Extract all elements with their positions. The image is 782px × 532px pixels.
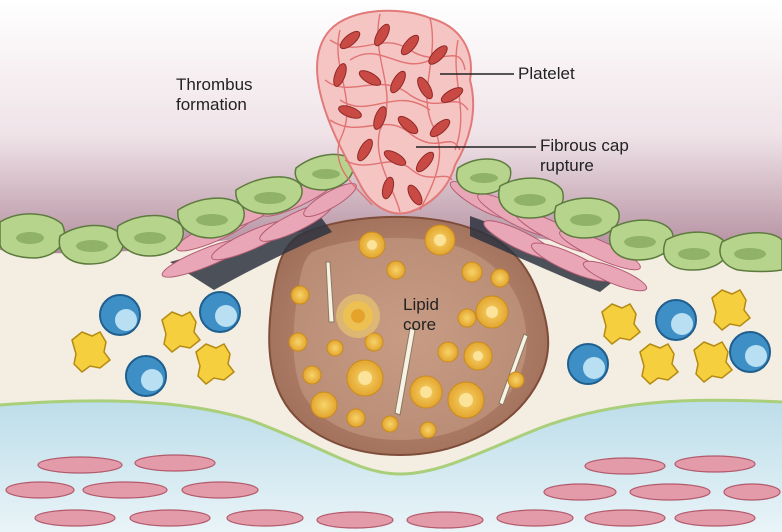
smooth-muscle-cell [585, 458, 665, 474]
macrophage [568, 344, 608, 384]
smooth-muscle-cell [317, 512, 393, 528]
cholesterol-granule-cluster [336, 294, 380, 338]
smooth-muscle-cell [724, 484, 780, 500]
foam-cell [420, 422, 436, 438]
smooth-muscle-cell [130, 510, 210, 526]
fibrous-cap-label-line1: Fibrous cap [540, 136, 629, 156]
foam-cell [303, 366, 321, 384]
macrophage [656, 300, 696, 340]
fibrous-cap-rupture-label: Fibrous cap rupture [540, 136, 629, 176]
macrophage [200, 292, 240, 332]
smooth-muscle-cell [6, 482, 74, 498]
thrombus-label-line1: Thrombus [176, 75, 253, 95]
lipid-label-line2: core [403, 315, 439, 335]
foam-cell [289, 333, 307, 351]
lipid-label-line1: Lipid [403, 295, 439, 315]
foam-cell [508, 372, 524, 388]
foam-cell [327, 340, 343, 356]
platelet-label: Platelet [518, 64, 575, 84]
foam-cell [464, 342, 492, 370]
smooth-muscle-cell [630, 484, 710, 500]
foam-cell [347, 360, 383, 396]
foam-cell [359, 232, 385, 258]
fibrous-cap-label-line2: rupture [540, 156, 629, 176]
smooth-muscle-cell [497, 510, 573, 526]
foam-cell [476, 296, 508, 328]
macrophage [730, 332, 770, 372]
smooth-muscle-cell [83, 482, 167, 498]
foam-cell [311, 392, 337, 418]
smooth-muscle-cell [38, 457, 122, 473]
smooth-muscle-cell [675, 456, 755, 472]
smooth-muscle-cell [182, 482, 258, 498]
thrombus-label-line2: formation [176, 95, 253, 115]
smooth-muscle-cell [135, 455, 215, 471]
macrophage [100, 295, 140, 335]
smooth-muscle-cell [407, 512, 483, 528]
foam-cell [410, 376, 442, 408]
smooth-muscle-cell [585, 510, 665, 526]
foam-cell [462, 262, 482, 282]
smooth-muscle-cell [675, 510, 755, 526]
smooth-muscle-cell [35, 510, 115, 526]
smooth-muscle-cell [544, 484, 616, 500]
foam-cell [382, 416, 398, 432]
foam-cell [448, 382, 484, 418]
foam-cell [425, 225, 455, 255]
macrophage [126, 356, 166, 396]
thrombus-formation-label: Thrombus formation [176, 75, 253, 115]
smooth-muscle-cell [227, 510, 303, 526]
foam-cell [347, 409, 365, 427]
lipid-core-label: Lipid core [403, 295, 439, 335]
foam-cell [387, 261, 405, 279]
foam-cell [291, 286, 309, 304]
foam-cell [491, 269, 509, 287]
foam-cell [438, 342, 458, 362]
foam-cell [458, 309, 476, 327]
